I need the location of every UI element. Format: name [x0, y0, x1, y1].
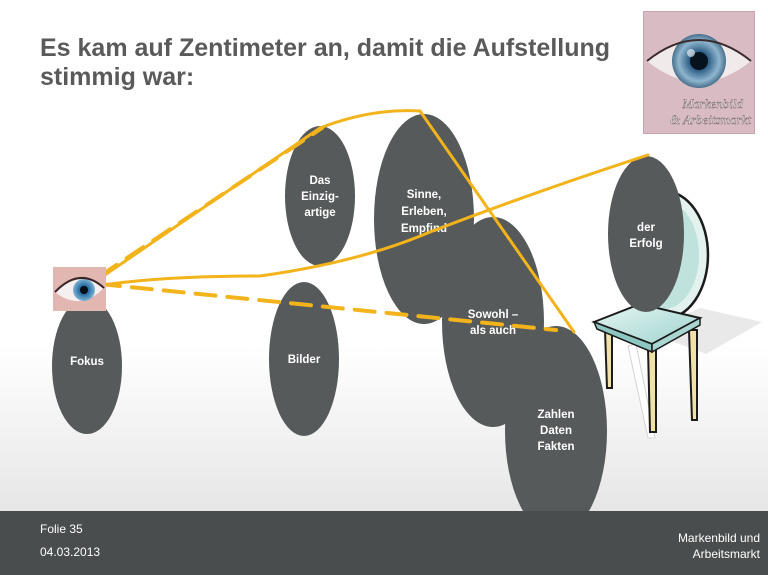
chair-leg-front-right [646, 347, 657, 433]
chair-leg-front-left [603, 329, 613, 389]
chair-leg-back [687, 329, 698, 421]
node-bilder: Bilder [269, 282, 339, 436]
node-erfolg-label-line2: Erfolg [629, 238, 662, 250]
node-erfolg-label-line1: der [637, 222, 655, 234]
node-das-einzigartige: Das Einzig- artige [285, 126, 355, 266]
node-sinne-label-line2: Erleben, [401, 206, 446, 218]
pupil-shape [690, 52, 708, 70]
footer-brand-line1: Markenbild und [677, 531, 760, 545]
node-zahlen-label-line2: Daten [540, 425, 572, 437]
node-sowohl-label-line1: Sowohl – [468, 309, 519, 321]
dashed-line-to-zahlen [98, 282, 558, 332]
node-bilder-label: Bilder [288, 354, 321, 366]
line-over-einzigartige-sinne [94, 109, 576, 334]
node-das-einzigartige-label-line3: artige [304, 207, 335, 219]
node-das-einzigartige-label-line1: Das [309, 175, 330, 187]
slide-date: 04.03.2013 [40, 545, 101, 559]
node-zahlen: Zahlen Daten Fakten [505, 326, 607, 536]
node-fokus: Fokus [52, 298, 122, 434]
node-zahlen-label-line1: Zahlen [537, 409, 574, 421]
node-sinne-label-line3: Empfind [401, 223, 447, 235]
logo-text-line2: & Arbeitsmarkt [670, 112, 751, 127]
logo-text-line1: Markenbild [681, 96, 743, 111]
node-sinne-label-line1: Sinne, [407, 189, 442, 201]
connection-lines [94, 109, 650, 334]
node-das-einzigartige-label-line2: Einzig- [301, 191, 339, 203]
node-erfolg: der Erfolg [608, 156, 684, 312]
slide-number: Folie 35 [40, 522, 83, 536]
eye-icon [53, 267, 106, 311]
node-zahlen-label-line3: Fakten [537, 441, 574, 453]
footer-bar: Folie 35 04.03.2013 Markenbild und Arbei… [0, 511, 768, 575]
footer-brand-line2: Arbeitsmarkt [692, 547, 760, 561]
node-fokus-label: Fokus [70, 356, 104, 368]
slide-title: Es kam auf Zentimeter an, damit die Aufs… [40, 34, 611, 91]
line-to-erfolg [94, 153, 650, 288]
node-sowohl-label-line2: als auch [470, 325, 516, 337]
eye-logo-image: Markenbild & Arbeitsmarkt [643, 11, 755, 134]
